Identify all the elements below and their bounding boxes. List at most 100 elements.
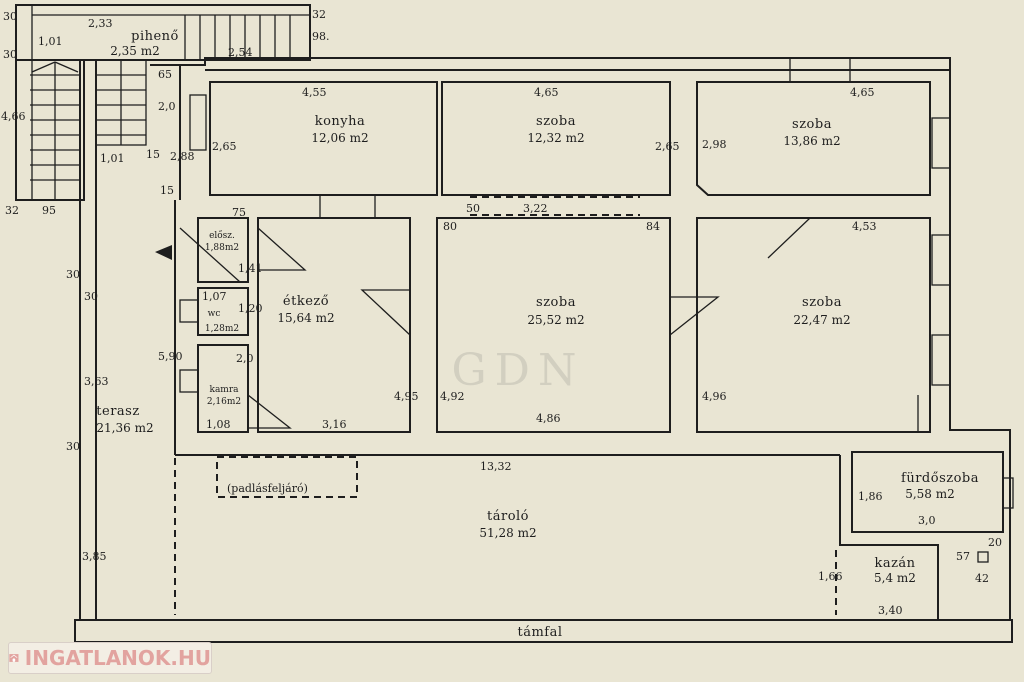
dimension-label: 3,63 [84, 375, 109, 388]
dimension-label: 2,65 [655, 140, 680, 153]
room-area: 5,58 m2 [905, 487, 955, 501]
room-szoba-2 [696, 81, 931, 196]
dimension-label: 32 [312, 8, 326, 21]
dimension-label: 4,53 [852, 220, 877, 233]
room-area: 13,86 m2 [783, 134, 840, 148]
room-etkezo [257, 217, 411, 433]
attic-hatch [216, 456, 358, 498]
walls [15, 4, 1014, 643]
room-area: 2,35 m2 [110, 44, 160, 58]
dimension-label: 95 [42, 204, 56, 217]
room-area: 12,32 m2 [527, 131, 584, 145]
room-name: wc [208, 309, 221, 319]
dimension-label: 30 [3, 10, 17, 23]
room-area: 1,28m2 [205, 324, 239, 334]
room-name: kazán [874, 556, 915, 571]
dimension-label: 1,01 [38, 35, 63, 48]
room-name: elősz. [209, 230, 235, 241]
dimension-label: 30 [66, 268, 80, 281]
dimension-label: 75 [232, 206, 246, 219]
dimension-label: 3,22 [523, 202, 548, 215]
dimension-label: 84 [646, 220, 660, 233]
dimension-label: 98. [312, 30, 330, 43]
stairs-middle [95, 59, 147, 146]
dimension-label: 1,86 [858, 490, 883, 503]
dimension-label: 3,85 [82, 550, 107, 563]
dimension-label: 80 [443, 220, 457, 233]
dimension-label: 3,0 [918, 514, 936, 527]
room-area: 22,47 m2 [793, 313, 850, 327]
room-name: terasz [96, 404, 139, 419]
dimension-label: 30 [84, 290, 98, 303]
room-area: 21,36 m2 [96, 421, 153, 435]
dimension-label: 42 [975, 572, 989, 585]
dimension-label: 20 [988, 536, 1002, 549]
dimension-label: 2,54 [228, 46, 253, 59]
house-icon [9, 654, 19, 662]
room-area: 15,64 m2 [277, 311, 334, 325]
tamfal-label: támfal [517, 625, 562, 640]
dimension-label: 15 [160, 184, 174, 197]
dimension-label: 4,55 [302, 86, 327, 99]
room-labels: pihenő 2,35 m2 konyha 12,06 m2 szoba 12,… [96, 29, 978, 640]
room-name: szoba [802, 295, 842, 310]
dimension-label: 57 [956, 550, 970, 563]
site-logo[interactable]: INGATLANOK.HU [8, 642, 212, 674]
dimensions: 30 2,33 32 1,01 30 98. 2,54 4,66 65 2,0 … [1, 8, 1002, 617]
watermark: GDN [452, 345, 585, 396]
room-area: 1,88m2 [205, 243, 239, 253]
windows [179, 57, 1014, 509]
dimension-label: 1,08 [206, 418, 231, 431]
retaining-wall [74, 619, 1013, 643]
room-area: 5,4 m2 [874, 571, 916, 585]
dimension-label: 1,01 [100, 152, 125, 165]
dimension-label: 30 [3, 48, 17, 61]
dimension-label: 4,95 [394, 390, 419, 403]
dimension-label: 4,66 [1, 110, 26, 123]
room-name: tároló [487, 509, 529, 524]
dimension-label: 3,16 [322, 418, 347, 431]
room-name: pihenő [131, 29, 179, 44]
chimney [977, 551, 989, 563]
room-szoba-1 [441, 81, 671, 196]
dimension-label: 32 [5, 204, 19, 217]
entrance-arrow-icon [155, 245, 172, 260]
dimension-label: 1,66 [818, 570, 843, 583]
dimension-label: 13,32 [480, 460, 512, 473]
room-eloszoba [197, 217, 249, 283]
dimension-label: 2,33 [88, 17, 113, 30]
dimension-label: 2,0 [158, 100, 176, 113]
dimension-label: 30 [66, 440, 80, 453]
dimension-label: 2,0 [236, 352, 254, 365]
room-szoba-4 [696, 217, 931, 433]
room-name: konyha [315, 114, 366, 129]
dimension-label: 65 [158, 68, 172, 81]
door-swings [179, 217, 919, 433]
room-name: szoba [792, 117, 832, 132]
logo-text: INGATLANOK.HU [24, 646, 211, 670]
stairs-left [30, 61, 80, 200]
dimension-label: 50 [466, 202, 480, 215]
attic-hatch-label: (padlásfeljáró) [227, 482, 308, 495]
room-area: 25,52 m2 [527, 313, 584, 327]
room-name: kamra [209, 385, 239, 395]
room-area: 51,28 m2 [479, 526, 536, 540]
dimension-label: 4,65 [534, 86, 559, 99]
room-area: 2,16m2 [207, 397, 241, 407]
room-szoba-3 [436, 217, 671, 433]
dimension-label: 1,41 [238, 262, 263, 275]
dimension-label: 5,90 [158, 350, 183, 363]
room-area: 12,06 m2 [311, 131, 368, 145]
stairs-top [184, 15, 291, 60]
dimension-label: 4,86 [536, 412, 561, 425]
dimension-label: 4,92 [440, 390, 465, 403]
dimension-label: 2,65 [212, 140, 237, 153]
dimension-label: 4,65 [850, 86, 875, 99]
dimension-label: 1,20 [238, 302, 263, 315]
room-name: szoba [536, 114, 576, 129]
room-name: étkező [283, 294, 329, 309]
dimension-label: 15 [146, 148, 160, 161]
dimension-label: 2,88 [170, 150, 195, 163]
dimension-label: 1,07 [202, 290, 227, 303]
